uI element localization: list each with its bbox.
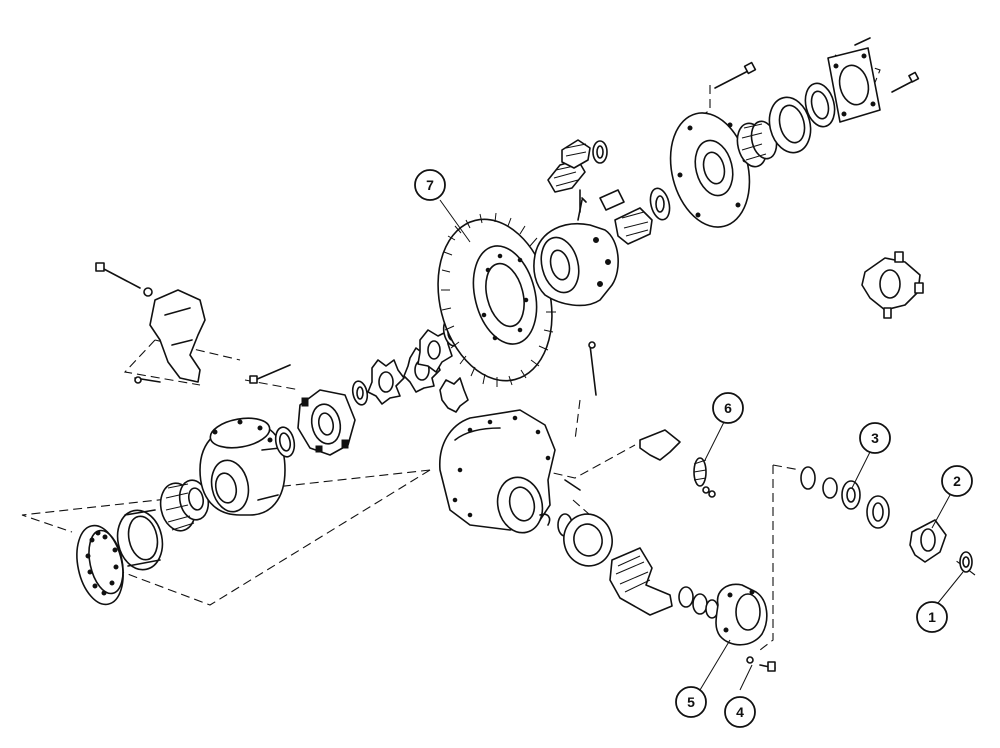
assembly-guide-lines [21,54,976,651]
spider-gear-assembly [861,251,924,319]
differential-case-right [533,197,619,307]
callout-4-label: 4 [736,704,744,720]
upper-rollers [547,139,608,213]
callout-4: 4 [724,696,756,728]
bearing-cup-left [116,509,164,571]
thrust-washer-left [274,426,296,458]
callout-3-label: 3 [871,430,879,446]
oil-seal [804,82,836,128]
callout-7-label: 7 [426,177,434,193]
bearing-cap [149,289,206,383]
shift-fork [639,429,716,498]
bearing-cup-upper [768,96,812,154]
callout-leaders [439,199,964,691]
callout-6-label: 6 [724,400,732,416]
callout-5: 5 [675,686,707,718]
ring-gear [437,212,556,387]
differential-case-left [199,417,286,516]
callout-3: 3 [859,422,891,454]
spider-washers [351,317,469,413]
callout-7: 7 [414,169,446,201]
callout-2-label: 2 [953,473,961,489]
side-gear-housing [297,389,356,456]
callout-1-label: 1 [928,609,936,625]
bearing-carrier-ring [76,524,124,606]
bolts [95,37,920,672]
bearing-flange [669,112,751,228]
cross-shaft [599,187,671,245]
pinion-gear [609,547,719,619]
housing-seals [539,513,613,567]
pinion-flange [715,583,768,664]
callout-5-label: 5 [687,694,695,710]
cover-plate [827,47,881,123]
callout-6: 6 [712,392,744,424]
callout-1: 1 [916,601,948,633]
output-rings [800,466,973,573]
tapered-roller-bearing-left [159,479,210,532]
callout-2: 2 [941,465,973,497]
carrier-housing [439,409,556,534]
